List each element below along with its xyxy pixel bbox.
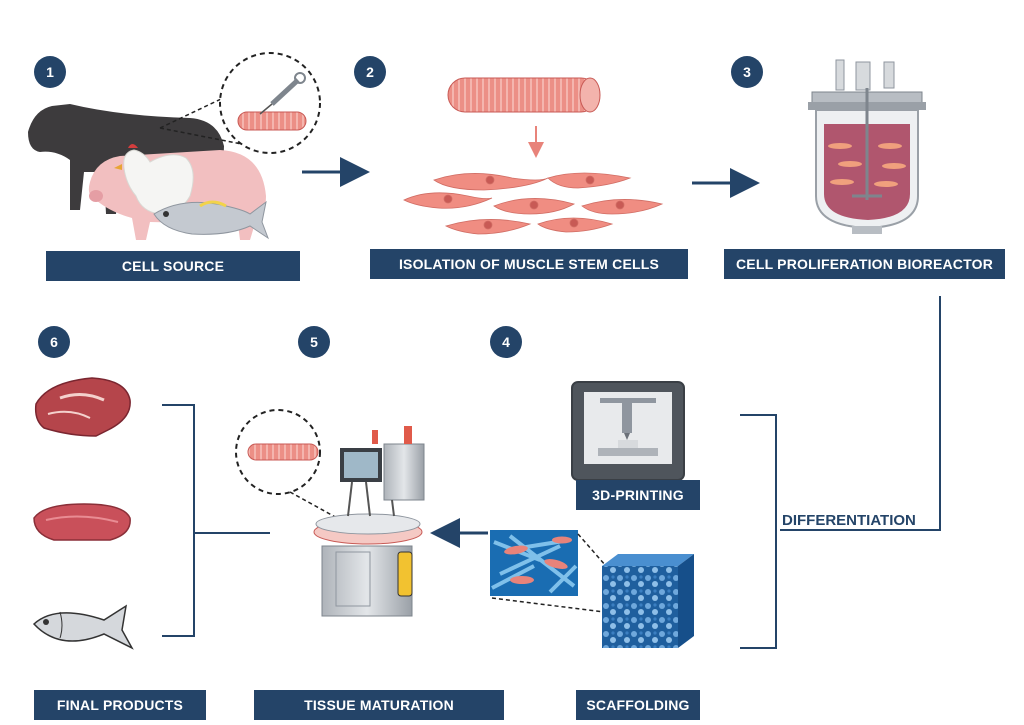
fish-product-icon bbox=[32, 604, 134, 650]
steak-icon bbox=[34, 377, 131, 437]
differentiation-label: DIFFERENTIATION bbox=[782, 512, 916, 529]
muscle-stem-cells bbox=[403, 172, 664, 235]
zoom-line-top bbox=[577, 533, 607, 567]
step-5-badge: 5 bbox=[298, 326, 330, 358]
chicken-icon bbox=[114, 144, 194, 215]
step-6-badge: 6 bbox=[38, 326, 70, 358]
muscle-fiber-icon bbox=[237, 111, 307, 131]
syringe-icon bbox=[259, 72, 306, 115]
muscle-fiber-icon bbox=[247, 443, 319, 461]
zoom-line-bottom bbox=[491, 597, 605, 613]
bioreactor-icon bbox=[808, 59, 926, 234]
step-label-tissue-maturation: TISSUE MATURATION bbox=[254, 690, 504, 720]
3d-printing-label: 3D-PRINTING bbox=[576, 480, 700, 510]
3d-printer-icon bbox=[571, 381, 685, 481]
maturation-magnifier bbox=[235, 409, 349, 525]
step-label-isolation: ISOLATION OF MUSCLE STEM CELLS bbox=[370, 249, 688, 279]
meat-fillet-icon bbox=[33, 503, 131, 541]
products-bracket bbox=[162, 404, 195, 637]
biopsy-magnifier bbox=[159, 52, 321, 154]
step-label-cell-source: CELL SOURCE bbox=[46, 251, 300, 281]
step-label-scaffolding: SCAFFOLDING bbox=[576, 690, 700, 720]
muscle-bundle-icon bbox=[447, 77, 601, 113]
step-4-badge: 4 bbox=[490, 326, 522, 358]
scaffold-micrograph bbox=[490, 530, 578, 596]
bioreactor-to-differentiation-line bbox=[780, 296, 941, 531]
step-label-bioreactor: CELL PROLIFERATION BIOREACTOR bbox=[724, 249, 1005, 279]
scaffold-block-icon bbox=[602, 554, 694, 648]
step-1-badge: 1 bbox=[34, 56, 66, 88]
bioreactor-machine-icon bbox=[313, 426, 425, 617]
step-3-badge: 3 bbox=[731, 56, 763, 88]
step-label-final-products: FINAL PRODUCTS bbox=[34, 690, 206, 720]
scaffolding-bracket bbox=[740, 414, 777, 649]
fish-icon bbox=[153, 200, 270, 240]
step-2-badge: 2 bbox=[354, 56, 386, 88]
